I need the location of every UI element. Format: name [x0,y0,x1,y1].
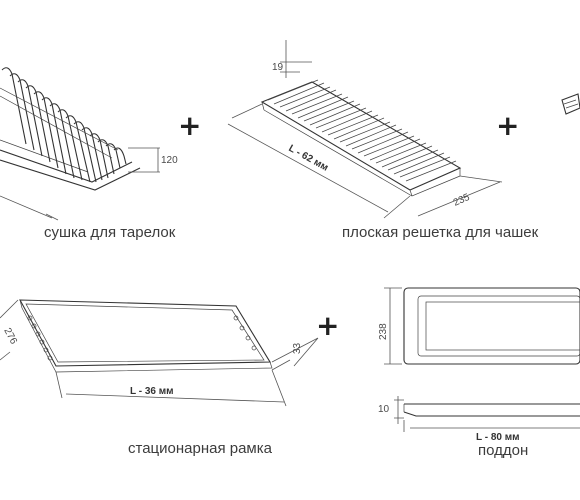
cup-rack-height-dim: 19 [272,62,284,73]
plate-dryer-height-dim: 120 [161,155,178,166]
frame-length-dim: L - 36 мм [130,386,174,397]
partial-item-drawing [561,93,580,115]
tray-depth-dim: 238 [378,323,389,340]
plus-sign-3: + [316,309,340,342]
tray-height-dim: 10 [378,404,390,415]
tray-length-dim: L - 80 мм [476,432,520,443]
plate-dryer-drawing: 120 [0,67,178,221]
frame-drawing: 276 33 L - 36 мм [0,299,319,407]
frame-height-dim: 33 [292,342,303,354]
cup-rack-depth-dim: 235 [452,192,472,209]
cup-rack-drawing: 19 L - 62 мм 235 [227,40,503,219]
plus-sign-2: + [496,109,520,142]
tray-drawing: 238 10 L - 80 мм [378,287,580,443]
caption-tray: поддон [478,442,529,459]
caption-cup-rack: плоская решетка для чашек [342,224,539,241]
frame-depth-dim: 276 [1,326,19,346]
caption-frame: стационарная рамка [128,440,272,457]
caption-plate-dryer: сушка для тарелок [44,224,176,241]
plus-sign-1: + [178,109,202,142]
cup-rack-length-dim: L - 62 мм [287,143,330,174]
